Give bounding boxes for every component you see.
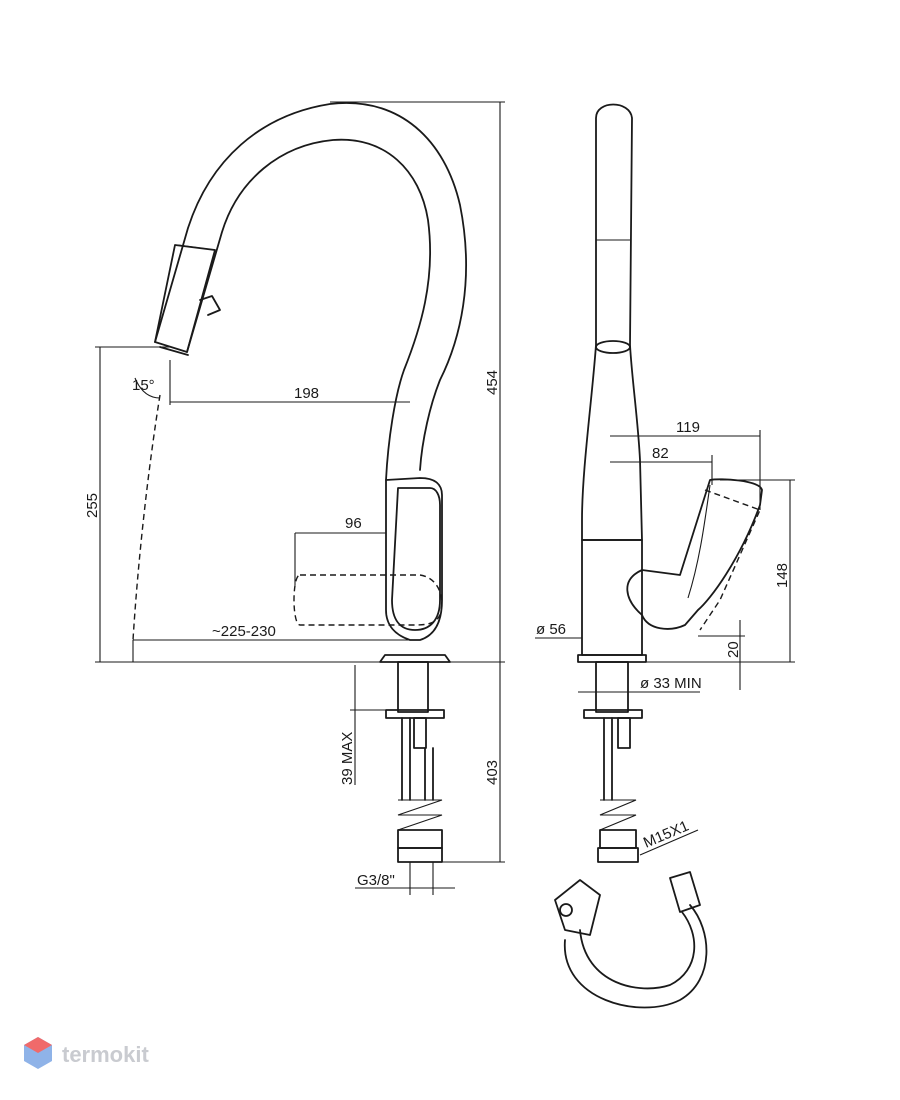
dim-g38: G3/8" (357, 872, 395, 889)
dim-33-min: ø 33 MIN (640, 675, 702, 692)
dim-96: 96 (345, 515, 362, 532)
spray-outlet (159, 346, 189, 356)
base-ring (379, 654, 451, 663)
dim-20: 20 (725, 641, 742, 658)
dim-82: 82 (652, 445, 669, 462)
side-lever-edge (687, 484, 711, 599)
hose-connector (669, 871, 701, 913)
hose-loop (564, 904, 708, 1009)
watermark-text: termokit (62, 1042, 149, 1067)
side-base (577, 654, 647, 663)
side-outlet (595, 340, 631, 354)
side-body (581, 539, 643, 656)
side-spout (581, 103, 643, 541)
hose-ferrule (397, 829, 443, 849)
watermark: termokit (24, 1037, 149, 1069)
dim-119: 119 (676, 419, 700, 436)
front-dimensions (95, 101, 505, 895)
side-view-faucet (577, 103, 763, 663)
dimension-labels: 454 255 198 15° 96 ~225-230 403 39 MAX G… (84, 370, 791, 889)
angle-arc (134, 377, 161, 399)
dim-454: 454 (484, 370, 501, 395)
spray-head-joint (177, 244, 216, 251)
dim-198: 198 (294, 385, 319, 402)
termokit-logo-icon (24, 1037, 52, 1069)
dim-m15x1: M15X1 (641, 817, 691, 851)
faucet-body (385, 477, 443, 641)
dim-148: 148 (774, 563, 791, 588)
spout-inner (186, 138, 431, 481)
dim-255: 255 (84, 493, 101, 518)
body-inner (391, 487, 441, 631)
handle-swing (293, 574, 443, 626)
dim-403: 403 (484, 760, 501, 785)
side-lever (626, 478, 763, 630)
hose-end (397, 847, 443, 863)
dim-39-max: 39 MAX (339, 732, 356, 785)
dim-reach-range: ~225-230 (212, 623, 276, 640)
front-under-deck (385, 661, 445, 863)
hose-weight (554, 879, 601, 936)
side-lever-swing (699, 489, 761, 631)
mount-shank (397, 661, 429, 713)
spout-outer (154, 102, 467, 471)
dim-angle: 15° (132, 377, 155, 394)
front-view-faucet (132, 102, 467, 663)
spray-button (199, 295, 221, 316)
mount-nut (413, 717, 427, 749)
side-under-deck (554, 661, 708, 1009)
dim-56: ø 56 (536, 621, 566, 638)
spray-trajectory (132, 394, 161, 641)
hose-braid (397, 799, 443, 831)
side-dimensions (535, 430, 795, 856)
